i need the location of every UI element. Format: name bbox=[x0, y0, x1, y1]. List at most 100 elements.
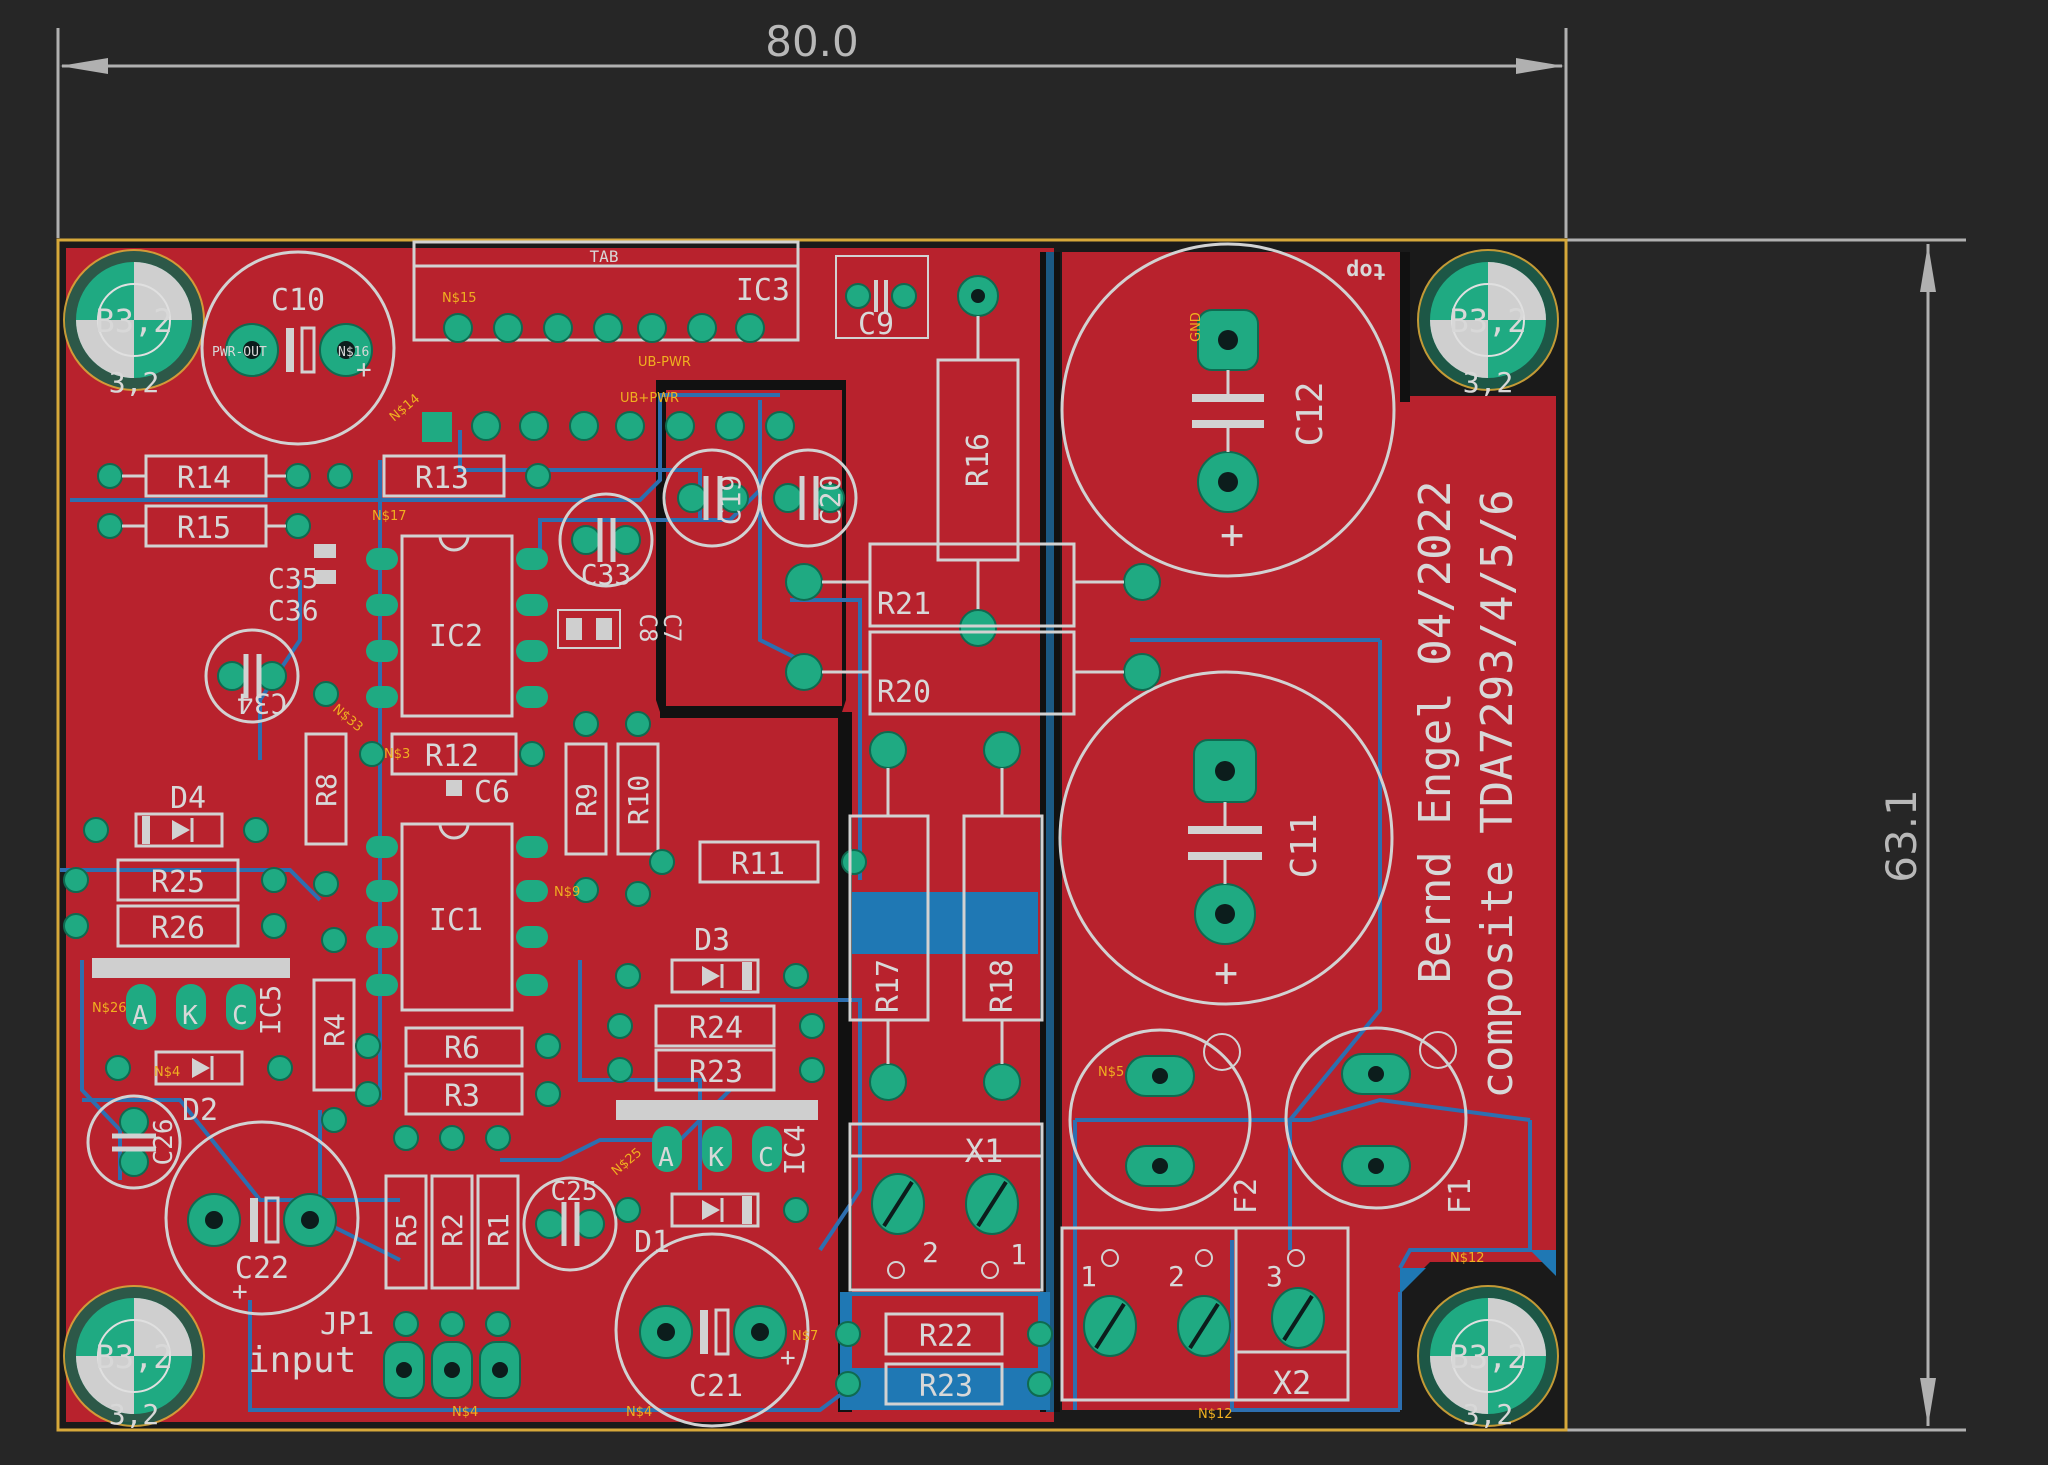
resistor-r23[interactable]: R23 bbox=[607, 1048, 825, 1092]
capacitor-c33[interactable]: C33 bbox=[558, 492, 654, 591]
ic4-pin-c: C bbox=[758, 1143, 774, 1173]
diode-d3[interactable]: D3 bbox=[615, 923, 809, 994]
resistor-r13[interactable]: R13 bbox=[327, 454, 551, 498]
c8-label: C8 bbox=[634, 614, 662, 643]
mounting-hole-top-right[interactable]: B3,2 3,2 bbox=[1417, 249, 1559, 399]
r23-label: R23 bbox=[689, 1055, 743, 1090]
r12-label: R12 bbox=[425, 739, 479, 774]
capacitor-c6[interactable]: C6 bbox=[446, 775, 510, 810]
diode-d4[interactable]: D4 bbox=[83, 781, 269, 848]
jumper-jp1[interactable]: JP1 input bbox=[248, 1307, 521, 1399]
resistor-r4[interactable]: R4 bbox=[312, 927, 356, 1133]
svg-text:+: + bbox=[1214, 950, 1238, 996]
resistor-r3[interactable]: R3 bbox=[355, 1072, 561, 1116]
c21-label: C21 bbox=[689, 1369, 743, 1404]
capacitor-c25[interactable]: C25 bbox=[522, 1176, 618, 1272]
resistor-r9[interactable]: R9 bbox=[564, 711, 608, 903]
fuse-f1[interactable]: F1 bbox=[1284, 1026, 1478, 1214]
resistor-r16[interactable]: R16 bbox=[936, 316, 1020, 647]
connector-x1[interactable]: X1 2 1 bbox=[848, 1122, 1044, 1292]
ic3-package[interactable]: TAB IC3 N$15 UB-PWR UB+PWR PWR-OUT N$16 … bbox=[212, 240, 800, 442]
capacitor-c12[interactable]: + C12 bbox=[1060, 242, 1396, 578]
ic2-package[interactable]: IC2 bbox=[366, 534, 548, 718]
resistor-r1[interactable]: R1 bbox=[476, 1125, 520, 1337]
resistor-r22[interactable]: R23 bbox=[835, 1362, 1053, 1406]
net-label: N$4 bbox=[154, 1065, 180, 1080]
resistor-r15[interactable]: R15 bbox=[97, 504, 311, 548]
capacitor-c35-c36[interactable]: C35 C36 bbox=[268, 544, 336, 627]
c12-label: C12 bbox=[1290, 381, 1331, 446]
resistor-r14[interactable]: R14 bbox=[97, 454, 311, 498]
r16-label: R16 bbox=[961, 433, 996, 487]
resistor-r19[interactable]: R20 bbox=[785, 630, 1161, 716]
capacitor-c7-c8[interactable]: C8 C7 bbox=[557, 609, 686, 649]
diode-d2[interactable]: D2 bbox=[105, 1050, 293, 1128]
ic1-package[interactable]: IC1 bbox=[366, 822, 548, 1012]
ic4-pin-a: A bbox=[658, 1143, 674, 1173]
capacitor-c11[interactable]: + C11 bbox=[1058, 670, 1394, 1006]
capacitor-c21[interactable]: C21 + bbox=[614, 1232, 810, 1428]
f1-label: F1 bbox=[1443, 1178, 1478, 1214]
fuse-f2[interactable]: F2 bbox=[1068, 1028, 1264, 1214]
mount-size: 3,2 bbox=[109, 1398, 160, 1431]
r3-label: R3 bbox=[444, 1079, 480, 1114]
mounting-hole-bottom-right[interactable]: B3,2 3,2 bbox=[1417, 1285, 1559, 1431]
r6-label: R6 bbox=[444, 1031, 480, 1066]
capacitor-c22[interactable]: C22 + bbox=[164, 1120, 360, 1316]
resistor-r25[interactable]: R25 bbox=[63, 858, 287, 902]
r13-label: R13 bbox=[415, 461, 469, 496]
resistor-r6[interactable]: R6 bbox=[355, 1026, 561, 1068]
net-label: N$4 bbox=[626, 1405, 652, 1420]
connector-x2[interactable]: X2 1 2 3 bbox=[1060, 1226, 1350, 1402]
svg-text:UB+PWR: UB+PWR bbox=[620, 391, 679, 406]
ic4-package[interactable]: A K C IC4 bbox=[616, 1100, 818, 1175]
resistor-r17[interactable]: R17 bbox=[848, 731, 930, 1101]
resistor-r18[interactable]: R18 bbox=[962, 731, 1044, 1101]
resistor-r21[interactable]: R22 bbox=[835, 1312, 1053, 1356]
capacitor-c19[interactable]: C19 bbox=[662, 448, 762, 548]
resistor-r24[interactable]: R24 bbox=[607, 1004, 825, 1048]
capacitor-c26[interactable]: C26 bbox=[86, 1094, 182, 1190]
ic2-label: IC2 bbox=[429, 619, 483, 654]
ic5-label: IC5 bbox=[254, 985, 287, 1036]
svg-text:+: + bbox=[356, 355, 372, 385]
r9-label: R9 bbox=[570, 783, 603, 817]
top-marker: top bbox=[1346, 258, 1386, 283]
mount-size: 3,2 bbox=[1463, 366, 1514, 399]
capacitor-c34[interactable]: C34 bbox=[204, 628, 300, 724]
net-label: N$3 bbox=[384, 747, 410, 762]
resistor-r2[interactable]: R2 bbox=[430, 1125, 474, 1337]
r18-label: R18 bbox=[985, 959, 1020, 1013]
resistor-r5[interactable]: R5 bbox=[384, 1125, 428, 1337]
net-label: N$17 bbox=[372, 509, 407, 524]
x2-pin-2: 2 bbox=[1168, 1260, 1185, 1293]
r25-label: R25 bbox=[151, 865, 205, 900]
height-dimension-label: 63.1 bbox=[1877, 789, 1926, 883]
resistor-r8[interactable]: R8 bbox=[304, 681, 348, 897]
d2-label: D2 bbox=[182, 1093, 218, 1128]
resistor-r10[interactable]: R10 bbox=[616, 711, 660, 907]
jp1-label: JP1 bbox=[320, 1307, 374, 1342]
resistor-r12[interactable]: R12 bbox=[359, 732, 545, 776]
c6-label: C6 bbox=[474, 775, 510, 810]
mounting-hole-top-left[interactable]: B3,2 3,2 bbox=[63, 249, 205, 399]
ic5-package[interactable]: A K C IC5 bbox=[92, 958, 290, 1035]
copper-pour bbox=[66, 248, 1556, 1422]
mount-label: B3,2 bbox=[95, 1338, 172, 1376]
r4-label: R4 bbox=[318, 1013, 351, 1047]
r10-label: R10 bbox=[622, 775, 655, 826]
resistor-r26[interactable]: R26 bbox=[63, 904, 287, 948]
capacitor-c9[interactable]: C10 + bbox=[200, 250, 396, 446]
resistor-r20[interactable]: R21 bbox=[785, 542, 1161, 628]
project-line: composite TDA7293/4/5/6 bbox=[1472, 489, 1523, 1098]
f2-label: F2 bbox=[1229, 1178, 1264, 1214]
c26-label: C26 bbox=[149, 1119, 179, 1166]
capacitor-c10[interactable]: C9 bbox=[835, 255, 999, 342]
mounting-hole-bottom-left[interactable]: B3,2 3,2 bbox=[63, 1285, 205, 1431]
diode-d1[interactable]: D1 bbox=[615, 1192, 809, 1260]
width-dimension: 80.0 bbox=[56, 17, 1568, 238]
capacitor-c20[interactable]: C20 bbox=[758, 448, 858, 548]
resistor-r11[interactable]: R11 bbox=[649, 840, 867, 884]
